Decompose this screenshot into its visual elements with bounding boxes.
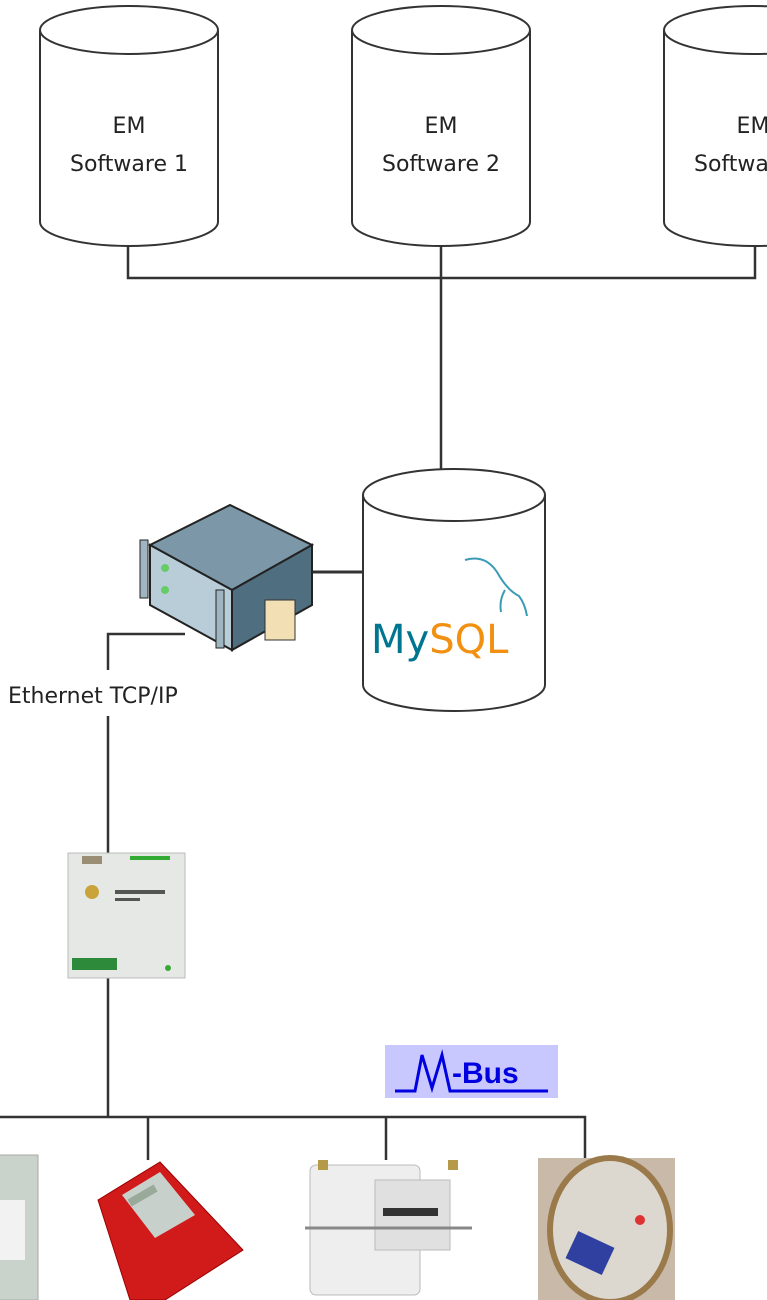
electricity-meter [0, 1154, 39, 1300]
connectors [0, 240, 757, 1160]
water-meter [538, 1155, 675, 1300]
heat-meter [97, 1161, 244, 1300]
ethernet-line-top [106, 632, 185, 670]
em-software-1-db: EM Software 1 [39, 5, 219, 247]
db-label-line2: Software 3 [694, 152, 767, 177]
svg-text:-Bus: -Bus [452, 1057, 519, 1090]
mysql-db: MySQL [362, 468, 546, 712]
dolphin-icon [464, 557, 528, 617]
mbus-logo: -Bus [385, 1045, 558, 1098]
server-icon [139, 503, 315, 652]
gas-meter [305, 1160, 472, 1296]
db-label-line1: EM [425, 114, 458, 139]
db-label-line1: EM [113, 114, 146, 139]
mbus-line [0, 1115, 587, 1160]
em-software-2-db: EM Software 2 [351, 5, 531, 247]
mbus-gateway-device [67, 852, 186, 979]
ethernet-label: Ethernet TCP/IP [8, 684, 178, 709]
mysql-logo: MySQL [371, 617, 509, 663]
db-label-line1: EM [737, 114, 767, 139]
em-software-3-db: EM Software 3 [663, 5, 767, 247]
db-label-line2: Software 2 [382, 152, 500, 177]
db-label-line2: Software 1 [70, 152, 188, 177]
